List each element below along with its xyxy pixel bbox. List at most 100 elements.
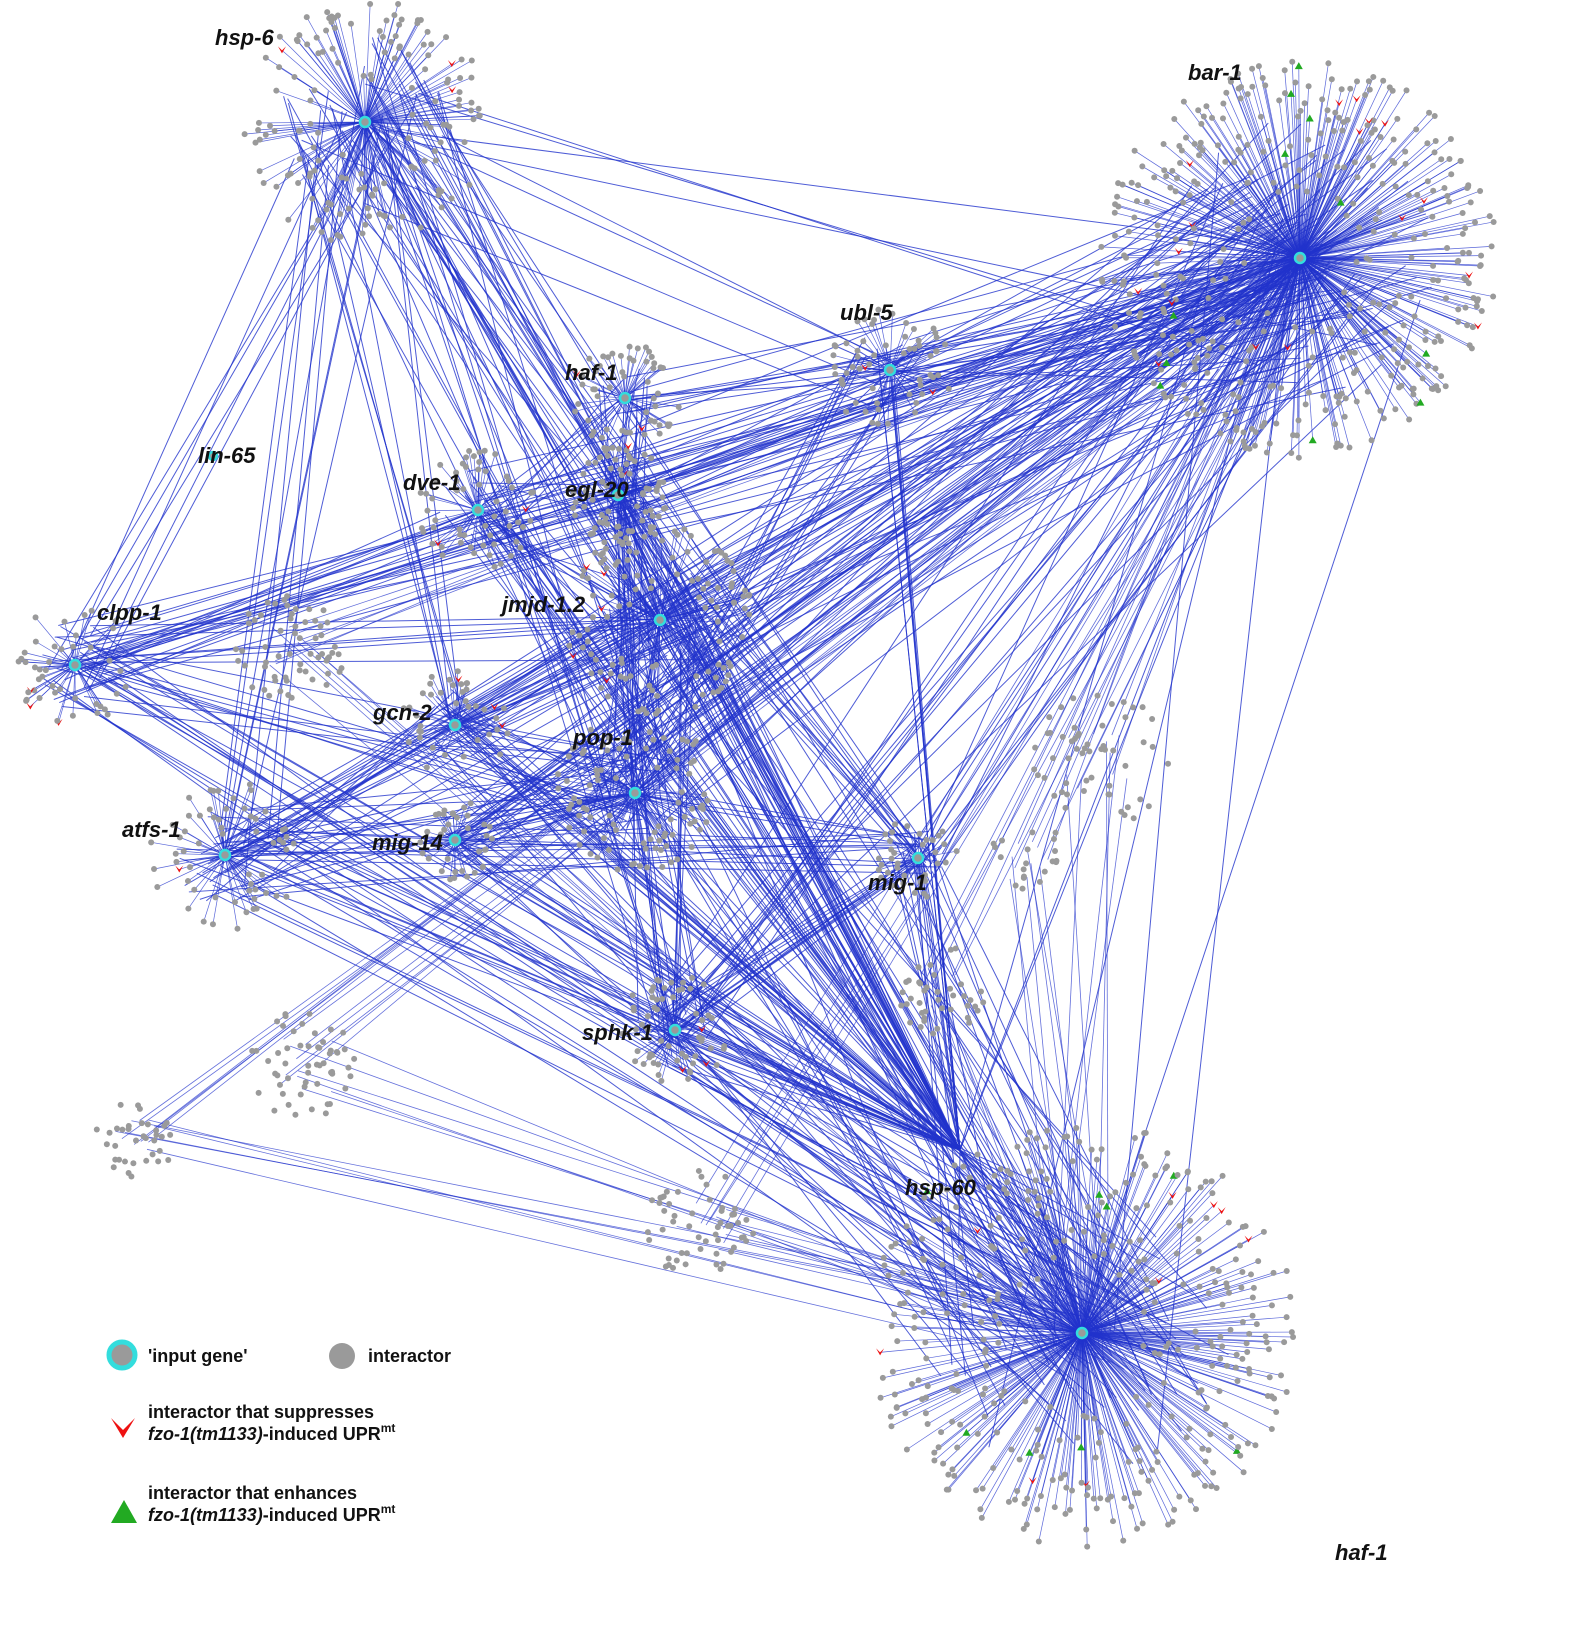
interactor-node xyxy=(314,1080,321,1087)
interactor-node xyxy=(212,894,219,901)
interaction-edge xyxy=(670,368,1220,1026)
interactor-node xyxy=(1437,337,1444,344)
interactor-node xyxy=(974,1151,981,1158)
hub-label-bar-1: bar-1 xyxy=(1188,60,1242,85)
spoke-edge xyxy=(1299,222,1476,259)
interactor-node xyxy=(724,1223,731,1230)
interactor-node xyxy=(1023,1150,1030,1157)
interactor-node xyxy=(1115,180,1122,187)
interactor-node xyxy=(463,680,470,687)
spoke-edge xyxy=(340,121,366,237)
interaction-edge xyxy=(331,1040,1111,1364)
interaction-edge xyxy=(285,271,1329,1076)
interactor-node xyxy=(656,1200,663,1207)
hub-label-mig-14: mig-14 xyxy=(372,830,443,855)
interactor-node xyxy=(423,764,430,771)
interactor-node xyxy=(646,728,653,735)
interactor-node xyxy=(655,1061,662,1068)
spoke-edge xyxy=(1040,1332,1083,1497)
suppressor-interactor xyxy=(1167,299,1176,307)
interactor-node xyxy=(632,586,639,593)
interaction-edge xyxy=(888,364,961,1151)
interactor-node xyxy=(271,1107,278,1114)
spoke-edge xyxy=(339,121,366,215)
interaction-edge xyxy=(74,664,609,827)
interactor-node xyxy=(1041,774,1048,781)
interactor-node xyxy=(623,753,630,760)
interactor-node xyxy=(1448,171,1455,178)
hub-label-lin-65: lin-65 xyxy=(198,443,256,468)
interactor-node xyxy=(342,1085,349,1092)
interactor-node xyxy=(1334,163,1341,170)
interactor-node xyxy=(1408,293,1415,300)
interactor-node xyxy=(1184,1168,1191,1175)
interactor-node xyxy=(306,1010,313,1017)
interactor-node xyxy=(1145,1401,1152,1408)
interactor-node xyxy=(584,626,591,633)
interactor-node xyxy=(273,183,280,190)
interactor-node xyxy=(453,700,460,707)
enhancer-interactor xyxy=(923,1187,932,1195)
interaction-edge xyxy=(88,647,1143,1283)
interactor-node xyxy=(1022,1398,1029,1405)
interactor-node xyxy=(1415,361,1422,368)
interactor-node xyxy=(843,369,850,376)
interactor-node xyxy=(1034,1276,1041,1283)
interactor-node xyxy=(362,221,369,228)
interaction-edge xyxy=(486,375,628,530)
interactor-node xyxy=(1268,1302,1275,1309)
interactor-node xyxy=(255,126,262,133)
interactor-node xyxy=(584,575,591,582)
interactor-node xyxy=(892,1240,899,1247)
interactor-node xyxy=(1043,1175,1050,1182)
interactor-node xyxy=(997,1166,1004,1173)
suppressor-interactor xyxy=(973,1226,982,1234)
suppressor-interactor xyxy=(1473,322,1482,330)
interactor-node xyxy=(915,964,922,971)
interactor-node xyxy=(1169,333,1176,340)
spoke-edge xyxy=(1299,129,1376,259)
interactor-node xyxy=(695,575,702,582)
interactor-node xyxy=(1053,1238,1060,1245)
interactor-node xyxy=(1063,1484,1070,1491)
interactor-node xyxy=(294,38,301,45)
interactor-node xyxy=(649,687,656,694)
interactor-node xyxy=(309,224,316,231)
interaction-edge xyxy=(472,482,646,487)
interactor-node xyxy=(468,74,475,81)
interactor-node xyxy=(1197,139,1204,146)
interactor-node xyxy=(1222,158,1229,165)
interactor-node xyxy=(283,846,290,853)
interactor-node xyxy=(750,1230,757,1237)
interactor-node xyxy=(831,342,838,349)
interactor-node xyxy=(1222,1421,1229,1428)
suppressor-interactor xyxy=(1185,160,1194,168)
interactor-node xyxy=(464,825,471,832)
interactor-node xyxy=(423,120,430,127)
interactor-node xyxy=(856,365,863,372)
interactor-node xyxy=(313,34,320,41)
interactor-node xyxy=(491,563,498,570)
interactor-node xyxy=(911,345,918,352)
suppressor-interactor xyxy=(1283,343,1292,351)
interactor-node xyxy=(465,703,472,710)
spoke-edge xyxy=(1264,85,1301,259)
interactor-node xyxy=(329,649,336,656)
interaction-edge xyxy=(79,510,478,670)
spoke-edge xyxy=(1069,1332,1083,1510)
interactor-node xyxy=(252,139,259,146)
interaction-edge xyxy=(931,871,1147,1335)
interactor-node xyxy=(935,1444,942,1451)
interactor-node xyxy=(366,213,373,220)
suppressor-interactor xyxy=(175,865,184,873)
interactor-node xyxy=(691,818,698,825)
interactor-node xyxy=(54,717,61,724)
interactor-node xyxy=(927,371,934,378)
interactor-node xyxy=(1085,1484,1092,1491)
interaction-edge xyxy=(657,849,937,1043)
interactor-node xyxy=(482,468,489,475)
interactor-node xyxy=(1125,1458,1132,1465)
interactor-node xyxy=(1244,179,1251,186)
interaction-edge xyxy=(450,215,1290,839)
interactor-node xyxy=(497,560,504,567)
